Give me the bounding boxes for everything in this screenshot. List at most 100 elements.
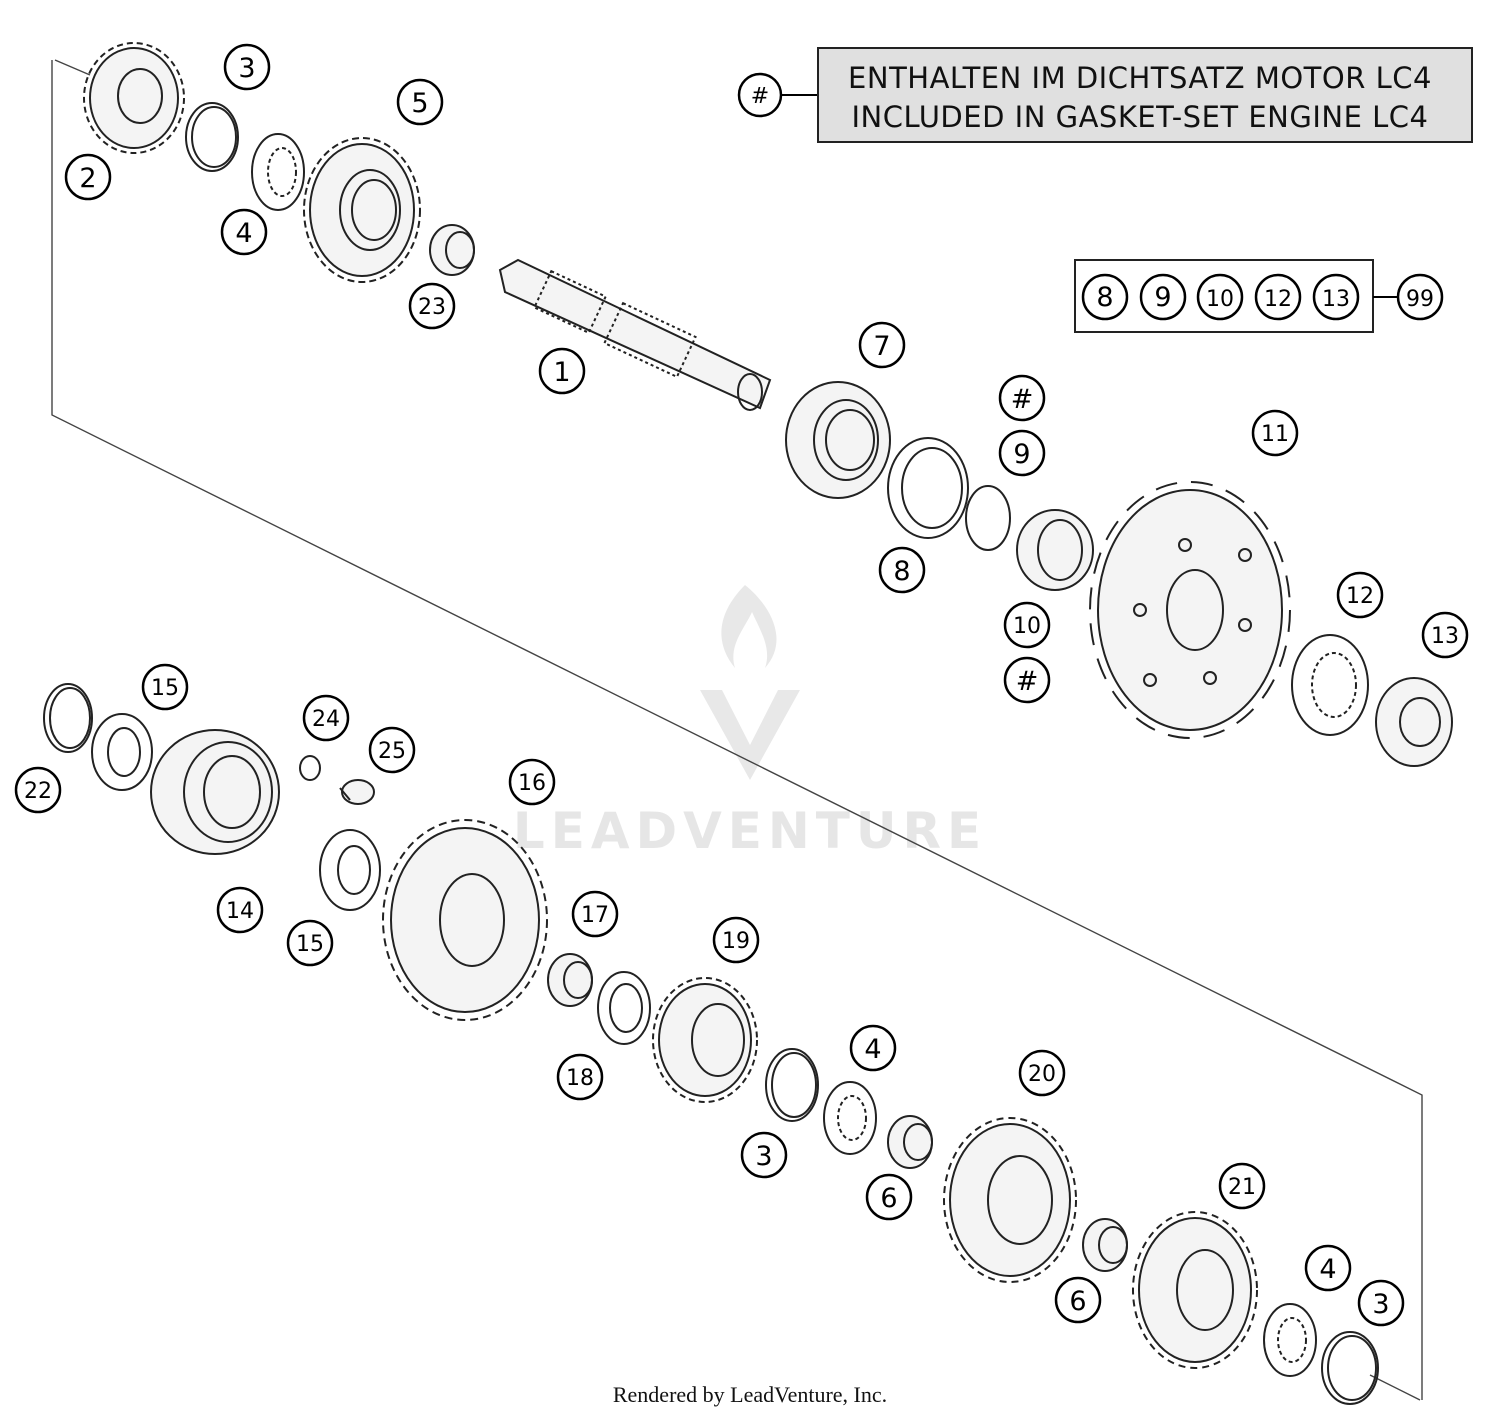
part-20-gear	[943, 1117, 1077, 1283]
callout-circle	[1421, 611, 1469, 659]
callout-2-c2: 2	[64, 153, 112, 201]
callout-circle	[1336, 571, 1384, 619]
callout-8-c8: 8	[878, 546, 926, 594]
callout-label: 5	[411, 88, 428, 119]
callout-circle	[1218, 1162, 1266, 1210]
part-11-sprocket	[1089, 481, 1291, 739]
callout-15-c15a: 15	[141, 663, 189, 711]
watermark-logo: LEADVENTURE	[513, 585, 987, 860]
callout-circle	[1018, 1049, 1066, 1097]
part-17-needle-bearing	[547, 953, 593, 1007]
callout-circle	[712, 916, 760, 964]
callout-label: 4	[1319, 1254, 1336, 1285]
part-10-spacer	[1016, 509, 1094, 591]
callout-4-c4b: 4	[849, 1024, 897, 1072]
part-3-circlip-bottom	[1321, 1331, 1379, 1405]
callout-hash-chash1: #	[998, 374, 1046, 422]
callout-circle	[302, 694, 350, 742]
callout-23-c23: 23	[408, 282, 456, 330]
callout-label: 9	[1013, 439, 1030, 470]
kit-member-circle	[1254, 273, 1302, 321]
callout-label: 3	[755, 1141, 772, 1172]
callout-label: 21	[1228, 1175, 1256, 1200]
legend-symbol: #	[751, 84, 769, 109]
callout-4-c4a: 4	[220, 208, 268, 256]
callout-circle	[216, 886, 264, 934]
callout-22-c22: 22	[14, 766, 62, 814]
part-14-roller-bearing	[150, 729, 280, 855]
callout-circle	[141, 663, 189, 711]
part-12-lock-washer	[1291, 634, 1369, 736]
callout-circle	[1357, 1279, 1405, 1327]
callout-label: 12	[1346, 584, 1374, 609]
callout-label: 15	[151, 676, 179, 701]
footer-credit: Rendered by LeadVenture, Inc.	[613, 1382, 887, 1407]
callout-12-c12: 12	[1336, 571, 1384, 619]
part-4-washer-middle	[823, 1081, 877, 1155]
part-21-gear	[1132, 1211, 1258, 1369]
callout-label: 14	[226, 899, 254, 924]
callout-circle	[849, 1024, 897, 1072]
part-6-bushing-lower	[1082, 1218, 1128, 1272]
legend-line-1: ENTHALTEN IM DICHTSATZ MOTOR LC4	[848, 61, 1432, 95]
callout-24-c24: 24	[302, 694, 350, 742]
kit-member-label: 10	[1206, 287, 1234, 312]
part-2-gear	[83, 42, 185, 154]
callout-label: 18	[566, 1066, 594, 1091]
part-16-gear	[382, 819, 548, 1021]
callout-6-c6a: 6	[865, 1173, 913, 1221]
callout-circle	[571, 890, 619, 938]
part-13-nut	[1375, 677, 1453, 767]
part-4-washer-top	[251, 133, 305, 211]
callout-label: 17	[581, 903, 609, 928]
part-24-small-washer	[299, 755, 321, 781]
callout-6-c6b: 6	[1054, 1276, 1102, 1324]
callout-circle	[556, 1053, 604, 1101]
callout-25-c25: 25	[368, 726, 416, 774]
callout-label: 2	[79, 163, 96, 194]
part-4-washer-bottom	[1263, 1303, 1317, 1377]
callout-circle	[220, 208, 268, 256]
callout-circle	[508, 758, 556, 806]
callout-label: 6	[1069, 1286, 1086, 1317]
callout-label: 25	[378, 739, 406, 764]
callout-hash-chash2: #	[1003, 656, 1051, 704]
part-3-circlip-top	[185, 102, 239, 172]
kit-member-label: 9	[1154, 282, 1171, 313]
callout-circle	[998, 374, 1046, 422]
part-1-shaft	[498, 258, 772, 411]
callout-circle	[1003, 656, 1051, 704]
callout-layer: 123452378#910#11121315222425141516171819…	[14, 43, 1469, 1327]
callout-label: 1	[553, 357, 570, 388]
watermark-text: LEADVENTURE	[513, 802, 987, 860]
callout-label: 10	[1013, 614, 1041, 639]
callout-label: 20	[1028, 1062, 1056, 1087]
callout-9-c9: 9	[998, 429, 1046, 477]
callout-label: 24	[312, 707, 340, 732]
callout-label: 8	[893, 556, 910, 587]
callout-label: 4	[864, 1034, 881, 1065]
legend-line-2: INCLUDED IN GASKET-SET ENGINE LC4	[852, 100, 1429, 134]
kit-member-label: 8	[1096, 282, 1113, 313]
callout-label: 7	[873, 331, 890, 362]
callout-circle	[1054, 1276, 1102, 1324]
callout-3-c3c: 3	[1357, 1279, 1405, 1327]
callout-19-c19: 19	[712, 916, 760, 964]
callout-11-c11: 11	[1251, 409, 1299, 457]
kit-member-circle	[1312, 273, 1360, 321]
callout-circle	[368, 726, 416, 774]
callout-circle	[740, 1131, 788, 1179]
callout-21-c21: 21	[1218, 1162, 1266, 1210]
callout-circle	[408, 282, 456, 330]
callout-label: #	[1016, 666, 1039, 697]
callout-label: 3	[1372, 1289, 1389, 1320]
kit-result-label: 99	[1406, 287, 1434, 312]
callout-3-c3b: 3	[740, 1131, 788, 1179]
part-19-gear	[652, 977, 758, 1103]
kit-member-circle	[1139, 273, 1187, 321]
part-3-circlip-middle	[765, 1048, 819, 1122]
callout-label: 19	[722, 929, 750, 954]
callout-circle	[878, 546, 926, 594]
part-8-shaft-seal	[887, 437, 969, 539]
